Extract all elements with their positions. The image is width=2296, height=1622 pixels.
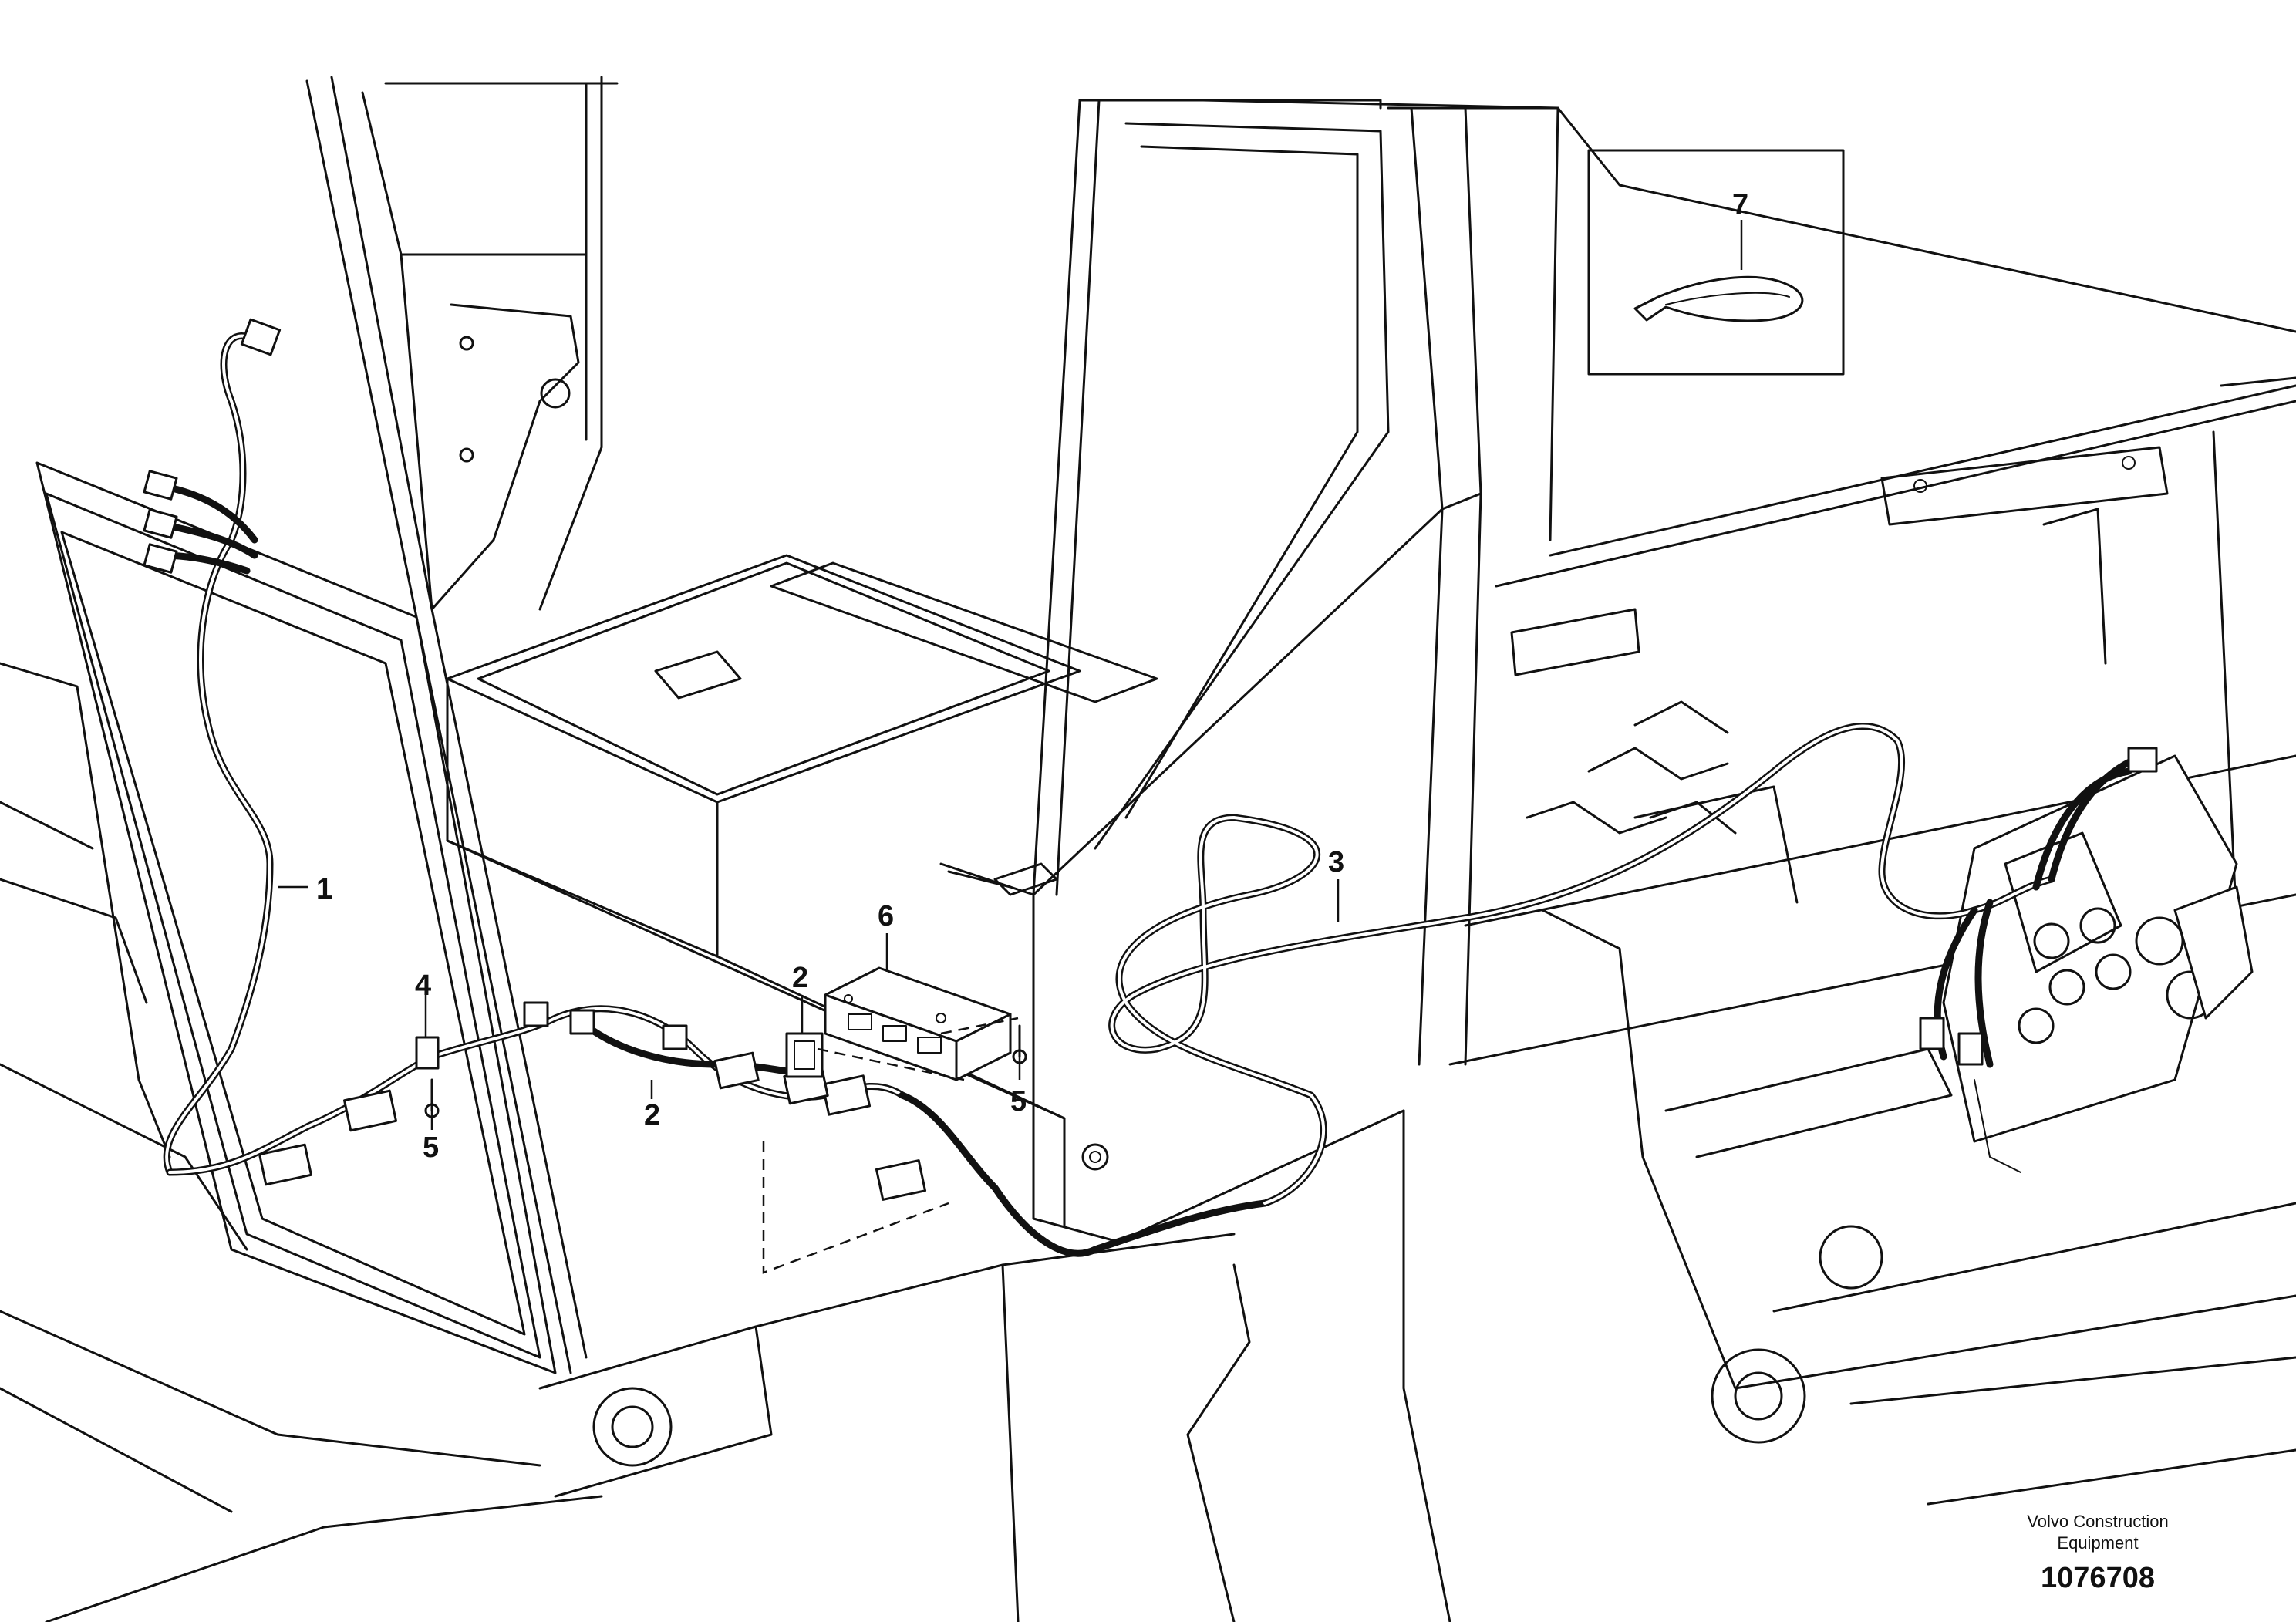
cable-harness-1	[143, 318, 282, 1176]
valve-block	[1942, 754, 2254, 1173]
footer: Volvo Construction Equipment 1076708	[2027, 1512, 2168, 1594]
right-frame	[1186, 99, 2296, 1622]
callout-2-upper: 2	[792, 962, 808, 994]
callout-labels: 1 2 2 3 4 5 5 6 7	[316, 189, 1748, 1164]
cable-harness-2	[166, 1001, 1269, 1257]
left-door-panel	[35, 461, 557, 1374]
brand-line-1: Volvo Construction	[2027, 1512, 2168, 1531]
drawing-number: 1076708	[2041, 1562, 2155, 1594]
inset-box-item-7	[1587, 149, 1845, 376]
callout-3: 3	[1328, 846, 1344, 878]
control-unit-item-6	[824, 966, 1012, 1081]
left-pillar-frame	[305, 76, 619, 1374]
dashed-reference	[762, 1017, 1019, 1274]
callout-leaders	[278, 879, 1340, 1130]
cable-harness-3	[1108, 722, 2158, 1207]
left-body	[0, 662, 603, 1622]
right-pillar-frame	[1032, 99, 1559, 1243]
lower-frame	[538, 1233, 1236, 1622]
callout-5-left: 5	[423, 1131, 439, 1164]
callout-7: 7	[1732, 189, 1748, 221]
callout-4: 4	[415, 969, 431, 1002]
connector-item-2	[785, 1032, 824, 1078]
callout-2-lower: 2	[644, 1099, 660, 1131]
callout-5-right: 5	[1010, 1085, 1027, 1118]
brand-line-2: Equipment	[2057, 1533, 2138, 1553]
cab-floor	[446, 554, 1158, 1228]
floor-brackets	[1526, 700, 1737, 835]
callout-6: 6	[878, 900, 894, 932]
clip-item-4	[415, 995, 440, 1070]
callout-1: 1	[316, 873, 332, 905]
